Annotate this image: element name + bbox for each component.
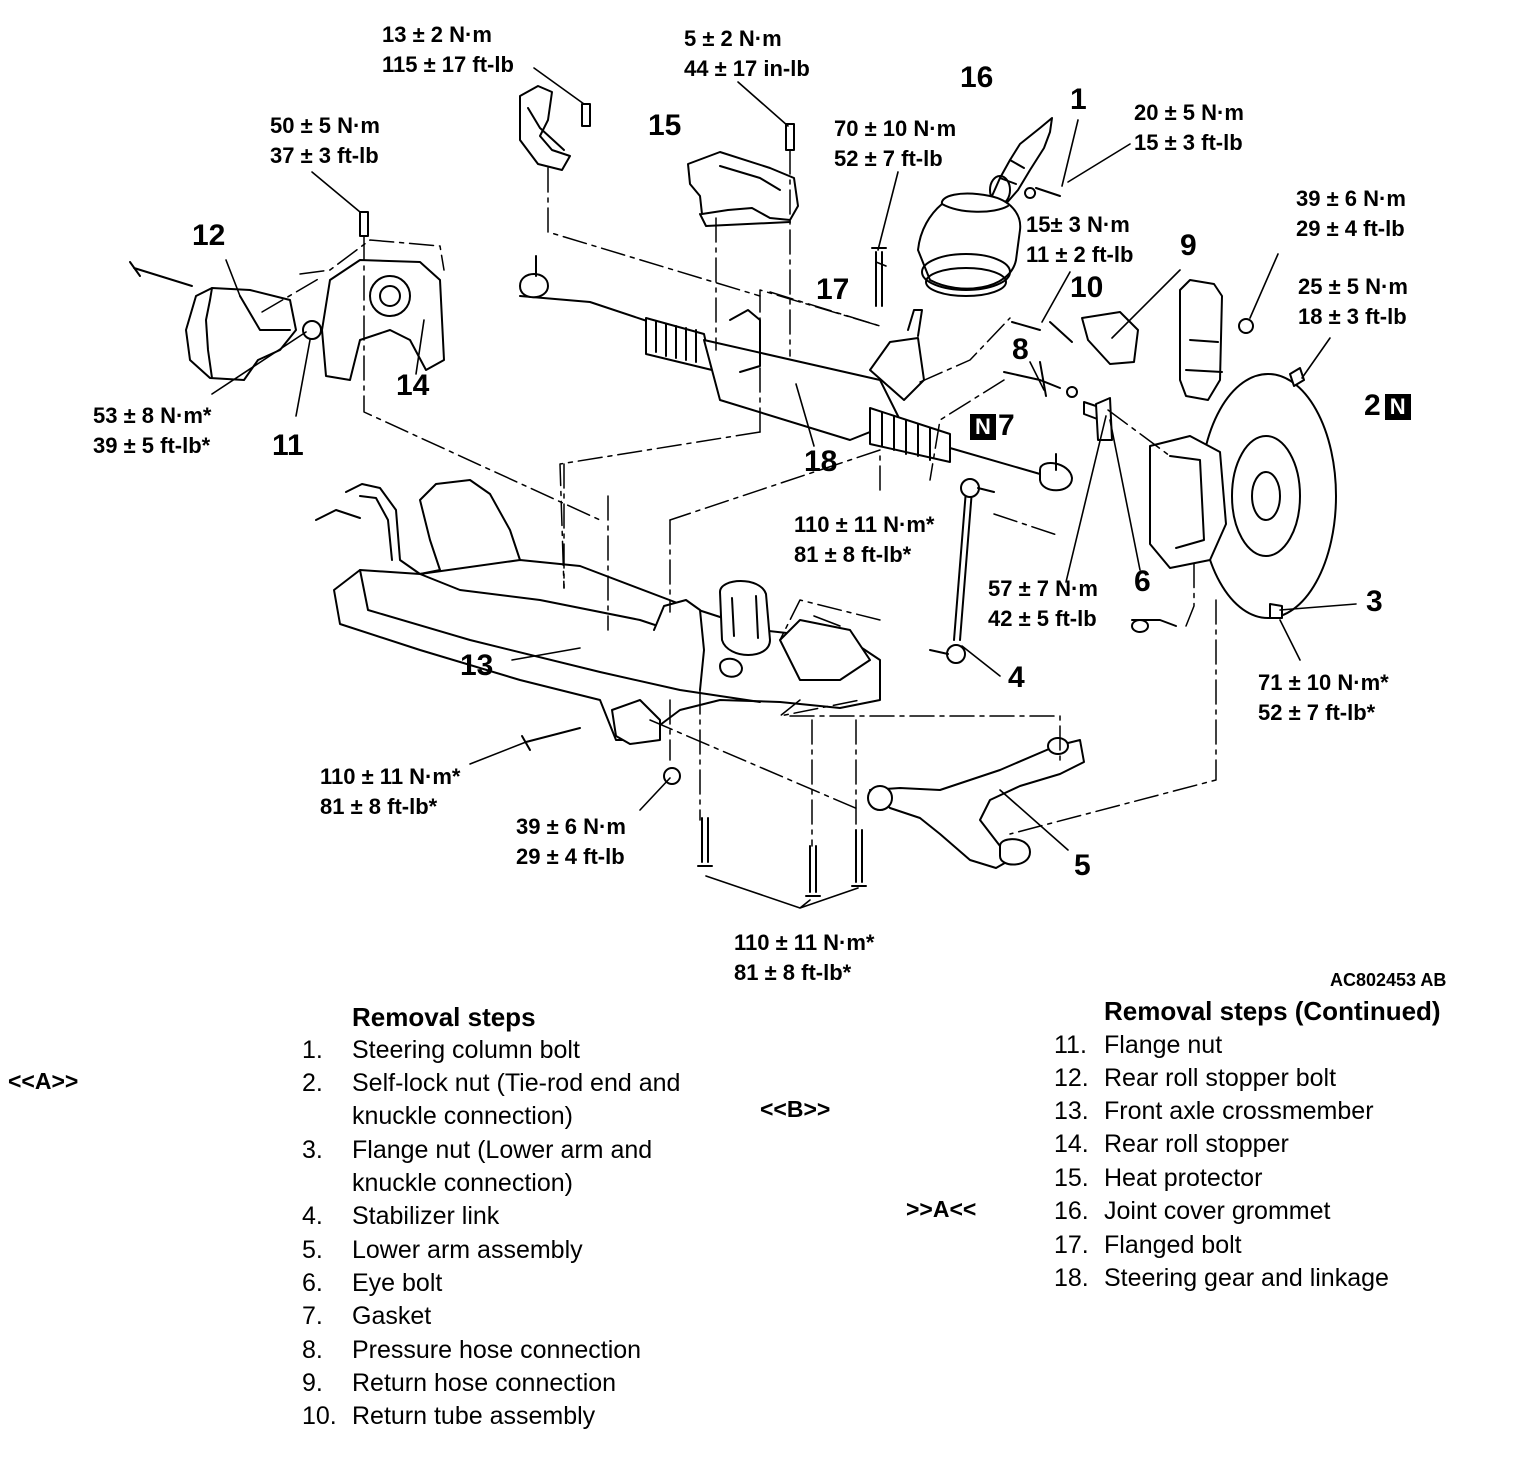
step-item: 2.Self-lock nut (Tie-rod end and bbox=[302, 1069, 681, 1097]
step-item-continuation: knuckle connection) bbox=[352, 1102, 573, 1130]
step-item: 13.Front axle crossmember bbox=[1054, 1097, 1374, 1125]
leader-lines bbox=[211, 67, 1357, 909]
flange-nut-11 bbox=[302, 320, 322, 340]
removal-service-point-b: <<B>> bbox=[760, 1096, 831, 1122]
step-item: 12.Rear roll stopper bolt bbox=[1054, 1064, 1337, 1092]
step-item: 17.Flanged bolt bbox=[1054, 1231, 1242, 1259]
torque-label-110nm-bottom: 110 ± 11 N·m*81 ± 8 ft-lb* bbox=[734, 930, 875, 985]
callout-15: 15 bbox=[648, 109, 682, 142]
step-item: 11.Flange nut bbox=[1054, 1031, 1223, 1059]
callout-17: 17 bbox=[816, 273, 850, 306]
removal-steps-title: Removal steps bbox=[352, 1002, 536, 1032]
callout-13: 13 bbox=[460, 649, 494, 682]
callout-3: 3 bbox=[1366, 585, 1383, 618]
lower-arm-assembly bbox=[867, 737, 1085, 869]
callout-9: 9 bbox=[1180, 229, 1197, 262]
callout-6: 6 bbox=[1134, 565, 1151, 598]
front-axle-crossmember bbox=[315, 479, 881, 745]
loose-bolts bbox=[521, 727, 867, 897]
step-item: 1.Steering column bolt bbox=[302, 1036, 580, 1064]
callout-14: 14 bbox=[396, 369, 430, 402]
step-item: 9.Return hose connection bbox=[302, 1369, 617, 1397]
callout-18: 18 bbox=[804, 445, 838, 478]
rear-roll-stopper bbox=[321, 259, 445, 381]
step-item: 6.Eye bolt bbox=[302, 1269, 443, 1297]
steering-column-joint bbox=[989, 117, 1053, 207]
steering-gear-and-linkage bbox=[519, 255, 1073, 492]
exploded-view-diagram bbox=[129, 67, 1357, 909]
new-part-badge: N bbox=[1384, 394, 1411, 421]
torque-label-110nm-left: 110 ± 11 N·m*81 ± 8 ft-lb* bbox=[320, 764, 461, 819]
torque-label-53nm: 53 ± 8 N·m*39 ± 5 ft-lb* bbox=[93, 403, 212, 458]
step-item: 8.Pressure hose connection bbox=[302, 1336, 642, 1364]
torque-label-110nm-link: 110 ± 11 N·m*81 ± 8 ft-lb* bbox=[794, 512, 935, 567]
step-item: 16.Joint cover grommet bbox=[1054, 1197, 1331, 1225]
step-item: 3.Flange nut (Lower arm and bbox=[302, 1136, 653, 1164]
step-item: 18.Steering gear and linkage bbox=[1054, 1264, 1389, 1292]
step-item: 4.Stabilizer link bbox=[302, 1202, 500, 1230]
hose-parts bbox=[1003, 311, 1139, 421]
joint-cover-grommet bbox=[917, 192, 1022, 297]
torque-label-71nm: 71 ± 10 N·m*52 ± 7 ft-lb* bbox=[1258, 670, 1389, 725]
rear-roll-stopper-bracket bbox=[129, 261, 297, 381]
knuckle-and-brake-disc bbox=[1095, 279, 1337, 633]
step-item: 5.Lower arm assembly bbox=[302, 1236, 583, 1264]
figure-code: AC802453 AB bbox=[1330, 970, 1447, 990]
flanged-bolt bbox=[871, 247, 887, 307]
bracket bbox=[519, 85, 571, 171]
callout-8: 8 bbox=[1012, 333, 1029, 366]
callout-11: 11 bbox=[272, 429, 304, 462]
callout-5: 5 bbox=[1074, 849, 1091, 882]
callout-4: 4 bbox=[1008, 661, 1025, 694]
removal-steps-continued-title: Removal steps (Continued) bbox=[1104, 996, 1441, 1026]
step-item-continuation: knuckle connection) bbox=[352, 1169, 573, 1197]
new-part-badge: N bbox=[970, 414, 996, 441]
callout-10: 10 bbox=[1070, 271, 1104, 304]
stabilizer-link bbox=[929, 478, 995, 664]
installation-service-point-a: >>A<< bbox=[906, 1196, 977, 1222]
step-item: 15.Heat protector bbox=[1054, 1164, 1263, 1192]
step-item: 14.Rear roll stopper bbox=[1054, 1130, 1289, 1158]
heat-protector bbox=[687, 151, 799, 227]
assembly-lines bbox=[261, 149, 1217, 847]
callout-16: 16 bbox=[960, 61, 994, 94]
step-item: 7.Gasket bbox=[302, 1302, 432, 1330]
callout-1: 1 bbox=[1070, 83, 1087, 116]
small-bolts bbox=[359, 103, 1061, 237]
callout-12: 12 bbox=[192, 219, 226, 252]
step-item: 10.Return tube assembly bbox=[302, 1402, 596, 1430]
removal-service-point-a: <<A>> bbox=[8, 1068, 79, 1094]
